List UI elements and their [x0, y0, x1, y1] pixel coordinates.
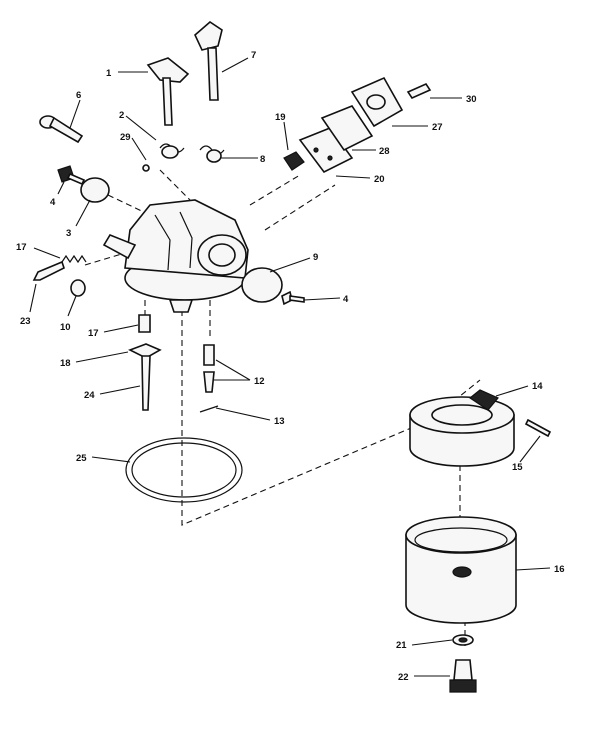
callout-19: 19 — [275, 112, 286, 123]
idle-screw — [32, 260, 65, 281]
plate-screw — [57, 165, 86, 186]
idle-spring — [61, 254, 87, 264]
inlet-needle-seat — [203, 344, 215, 393]
bowl-nut — [449, 659, 477, 693]
choke-shaft — [194, 20, 223, 101]
adjusting-needle — [128, 343, 162, 411]
welch-plug — [70, 279, 86, 297]
callout-24: 24 — [84, 390, 95, 401]
callout-12: 12 — [254, 376, 265, 387]
pump-cover — [350, 76, 404, 128]
callout-labels: 1 7 6 2 29 19 30 27 28 20 8 4 3 17 23 10… — [16, 50, 565, 683]
float-shaft — [524, 418, 552, 438]
float-assembly — [409, 389, 515, 467]
callout-14: 14 — [532, 381, 543, 392]
carburetor-body — [102, 199, 249, 313]
check-ball — [142, 164, 150, 172]
callout-10: 10 — [60, 322, 71, 333]
callout-17-lower: 17 — [88, 328, 99, 339]
callout-9: 9 — [313, 252, 318, 263]
diaphragm-plate — [298, 127, 354, 174]
pump-screw — [406, 82, 432, 100]
callout-6-upper: 6 — [76, 90, 81, 101]
callout-4-left: 4 — [50, 197, 56, 208]
callout-22: 22 — [398, 672, 409, 683]
callout-16: 16 — [554, 564, 565, 575]
callout-25: 25 — [76, 453, 87, 464]
choke-plate-screw — [281, 290, 305, 306]
leader-lines — [29, 57, 551, 677]
callout-27: 27 — [432, 122, 443, 133]
throttle-spring — [159, 143, 185, 159]
needle-clip — [199, 405, 219, 413]
gasket-19 — [283, 151, 305, 171]
callout-28: 28 — [379, 146, 390, 157]
choke-spring — [199, 145, 225, 163]
callout-3: 3 — [66, 228, 71, 239]
callout-30: 30 — [466, 94, 477, 105]
callout-8: 8 — [260, 154, 265, 165]
screw-6 — [39, 115, 84, 144]
callout-4-right: 4 — [343, 294, 349, 305]
callout-18: 18 — [60, 358, 71, 369]
needle-spring — [138, 314, 151, 333]
callout-1: 1 — [106, 68, 112, 79]
float-bowl — [405, 516, 517, 624]
callout-2: 2 — [119, 110, 124, 121]
throttle-shaft — [146, 57, 190, 126]
callout-21: 21 — [396, 640, 407, 651]
bowl-washer — [452, 634, 474, 646]
callout-7: 7 — [251, 50, 256, 61]
bowl-gasket — [125, 437, 243, 503]
pump-gasket — [320, 105, 374, 152]
callout-17-left: 17 — [16, 242, 27, 253]
throttle-plate — [80, 177, 110, 203]
callout-23: 23 — [20, 316, 31, 327]
callout-29: 29 — [120, 132, 131, 143]
callout-20: 20 — [374, 174, 385, 185]
choke-plate — [241, 267, 283, 303]
callout-15: 15 — [512, 462, 523, 473]
callout-13: 13 — [274, 416, 285, 427]
